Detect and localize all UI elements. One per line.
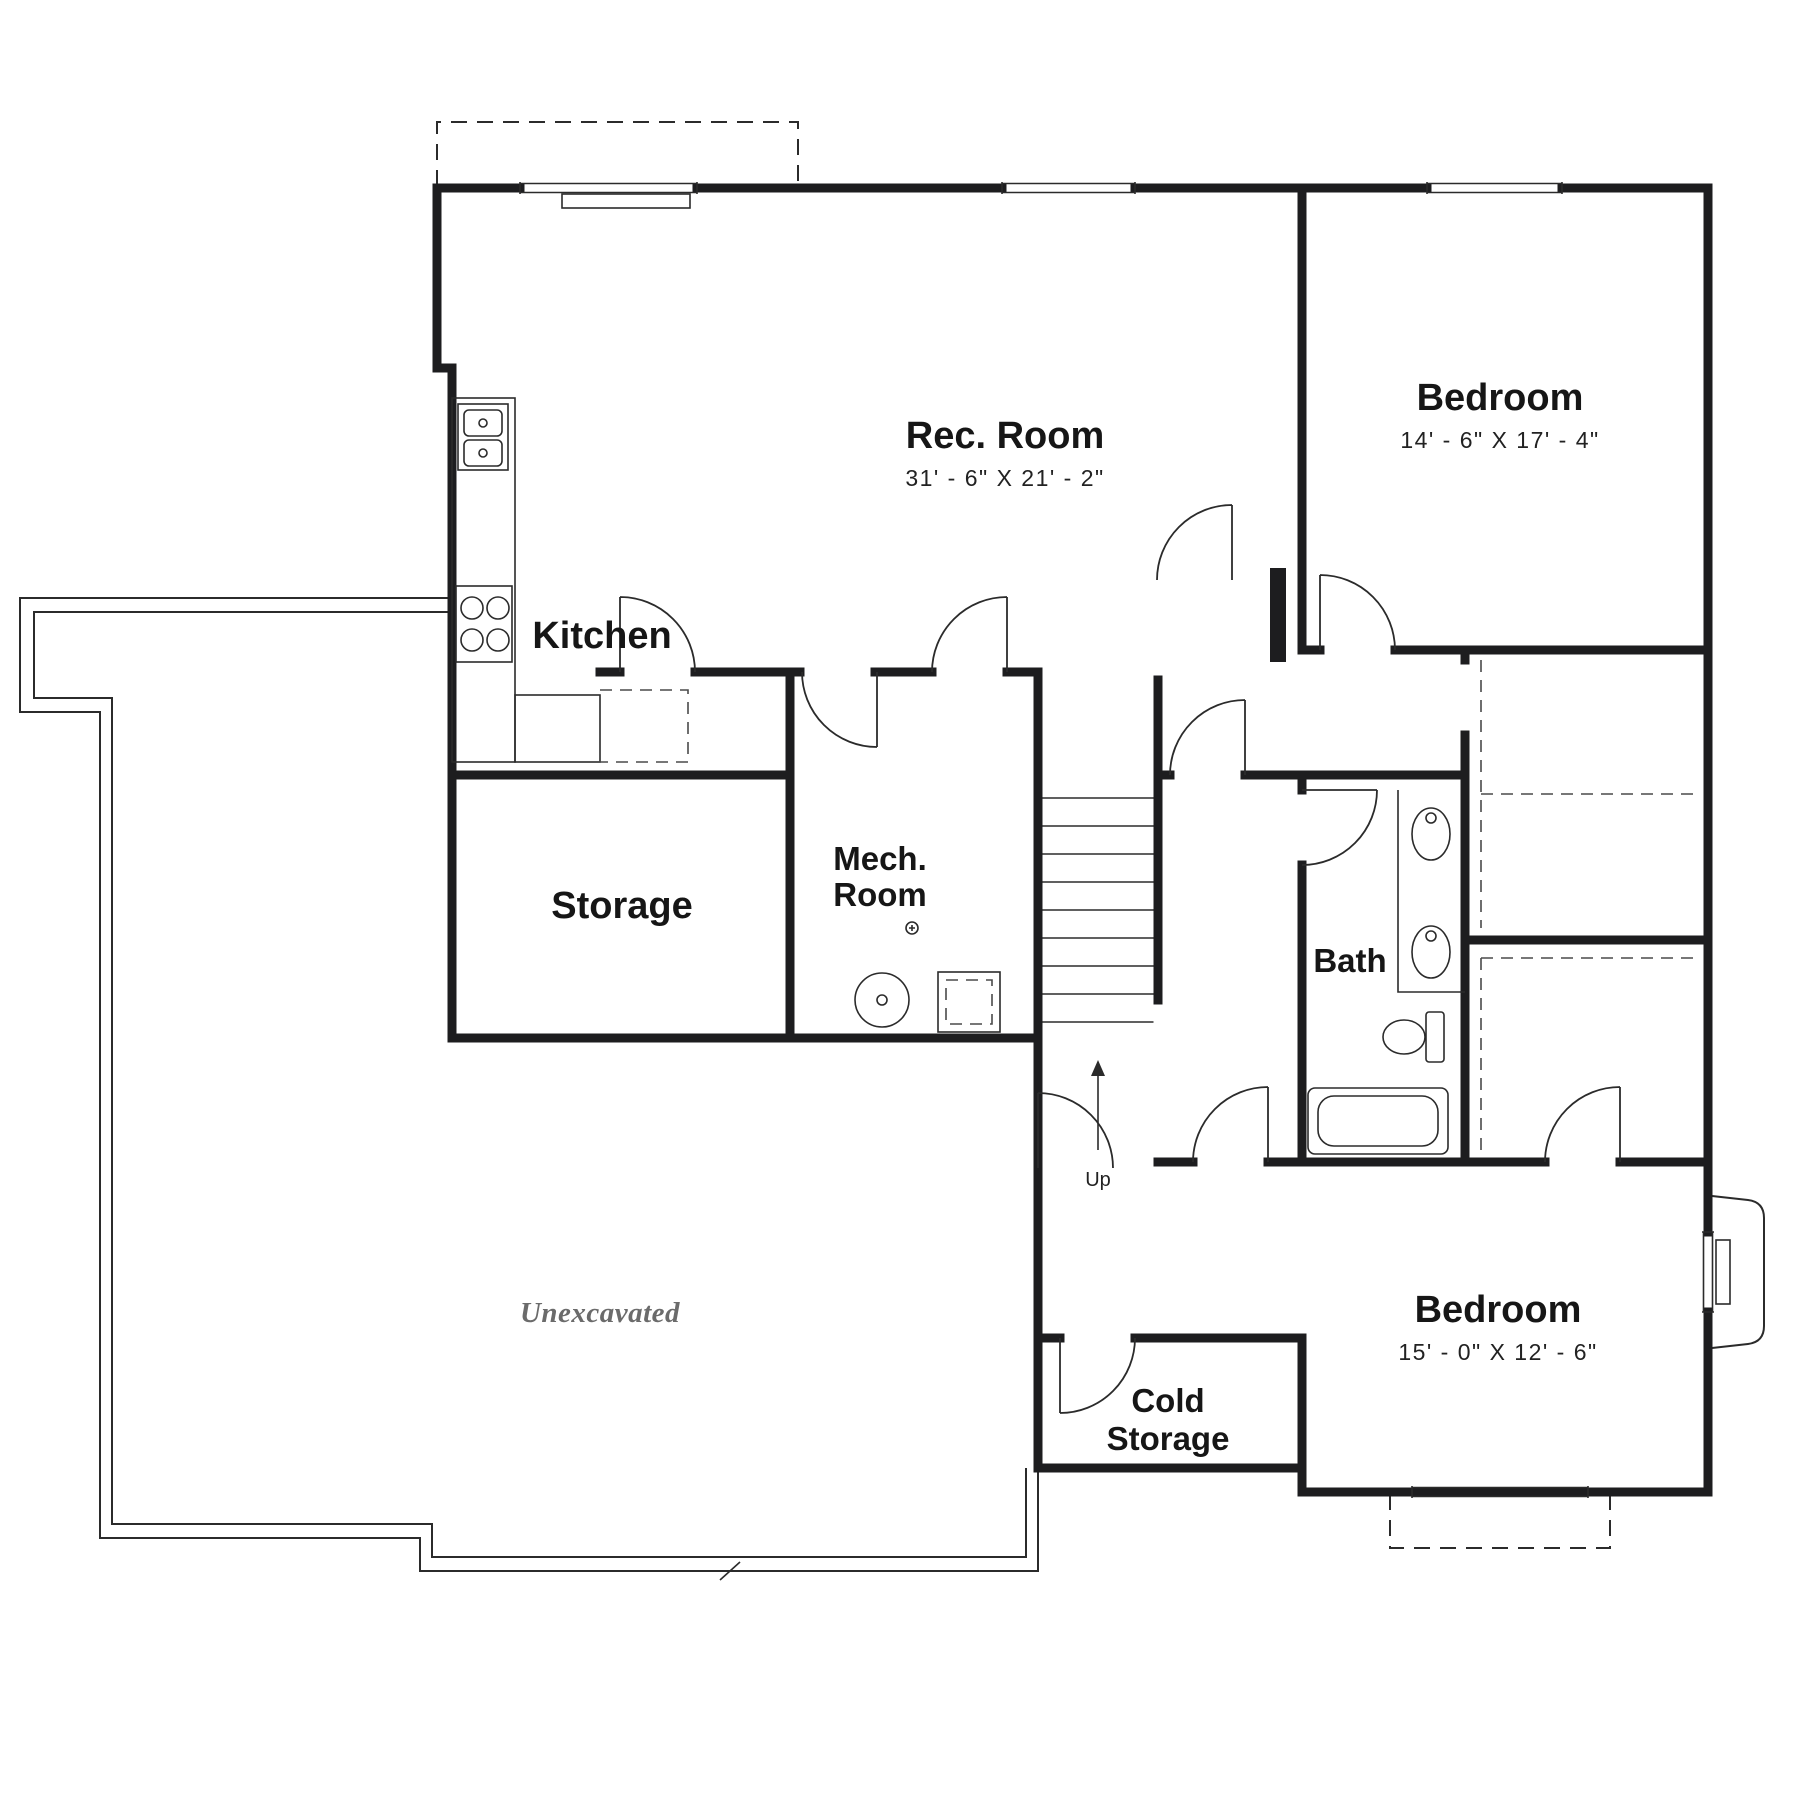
stove-burner-3 — [460, 628, 484, 652]
sink-faucet-1 — [478, 418, 488, 428]
cold-storage-label-line2: Storage — [1107, 1420, 1230, 1457]
mech-room-label-line1: Mech. — [833, 840, 927, 877]
right-well-ladder — [1715, 1239, 1731, 1305]
closet-door-arc — [1544, 1086, 1621, 1163]
bedroom-top-door-arc — [1319, 574, 1396, 651]
break-mark — [719, 1561, 741, 1581]
hall-door-arc — [1156, 504, 1233, 581]
cold-storage-door-arc — [1059, 1337, 1136, 1414]
mech-room-door-arc — [801, 671, 878, 748]
bottom-window-well — [1389, 1494, 1611, 1549]
foundation-outer-line — [19, 597, 1039, 1572]
stairs: Up — [1042, 797, 1154, 1191]
storage-label: Storage — [551, 885, 692, 927]
bathtub-basin — [1317, 1095, 1439, 1147]
stove — [455, 585, 513, 663]
water-heater-vent — [876, 994, 888, 1006]
hall-wall-stub — [1270, 568, 1286, 662]
unexcavated-boundary — [19, 597, 1039, 1581]
kitchen-sink-bowl-2 — [463, 439, 503, 467]
dishwasher — [599, 689, 689, 763]
bath-label: Bath — [1313, 942, 1386, 979]
bath-door-arc — [1301, 789, 1378, 866]
stove-burner-4 — [486, 628, 510, 652]
room-labels: Rec. Room 31' - 6" X 21' - 2" Bedroom 14… — [520, 377, 1599, 1457]
bathtub — [1307, 1087, 1449, 1155]
mech-room-fixtures — [854, 921, 1001, 1033]
interior-walls — [447, 183, 1713, 1343]
kitchen-sink — [457, 403, 509, 471]
kitchen-label: Kitchen — [532, 615, 671, 657]
unexcavated-label: Unexcavated — [520, 1297, 680, 1329]
bedroom-bottom-label: Bedroom — [1415, 1289, 1582, 1331]
closets — [1480, 660, 1700, 1152]
bedroom-bottom-door-arc — [1192, 1086, 1269, 1163]
vanity-counter — [1397, 790, 1465, 993]
corridor-door-arc — [1169, 699, 1246, 776]
vanity-faucet-1 — [1425, 812, 1437, 824]
vanity-sink-1 — [1411, 807, 1451, 861]
stove-burner-1 — [460, 596, 484, 620]
bedroom-top-dimensions: 14' - 6" X 17' - 4" — [1400, 427, 1599, 453]
window-wells — [436, 121, 1765, 1549]
floor-drain-grate — [909, 925, 915, 931]
bedroom-top-label: Bedroom — [1417, 377, 1584, 419]
kitchen-fixtures — [451, 397, 689, 763]
top-window-1 — [519, 182, 698, 194]
kitchen-sink-bowl-1 — [463, 409, 503, 437]
foundation-inner-line — [33, 611, 1027, 1558]
top-window-2 — [1001, 182, 1136, 194]
top-window-3 — [1426, 182, 1563, 194]
right-egress-well — [1711, 1195, 1765, 1349]
stair-top-door-arc — [931, 596, 1008, 673]
vanity-faucet-2 — [1425, 930, 1437, 942]
furnace-detail — [945, 979, 993, 1025]
windows — [519, 182, 1714, 1498]
water-heater — [854, 972, 910, 1028]
floor-drain — [905, 921, 919, 935]
up-label: Up — [1085, 1169, 1111, 1191]
top-window-well — [436, 121, 799, 186]
kitchen-counter-bottom — [514, 694, 601, 763]
rec-room-label: Rec. Room — [906, 415, 1104, 457]
stair-treads — [1042, 797, 1154, 1023]
toilet-bowl — [1382, 1019, 1426, 1055]
sink-faucet-2 — [478, 448, 488, 458]
rec-room-dimensions: 31' - 6" X 21' - 2" — [905, 465, 1104, 491]
bedroom-bottom-dimensions: 15' - 0" X 12' - 6" — [1398, 1339, 1597, 1365]
vanity-sink-2 — [1411, 925, 1451, 979]
window-sill-detail — [561, 193, 691, 209]
lower-closet-shelves — [1480, 957, 1700, 1152]
kitchen-counter-vertical — [451, 397, 516, 763]
up-arrow-head — [1091, 1060, 1105, 1076]
furnace — [937, 971, 1001, 1033]
walls — [432, 183, 1713, 1497]
right-window — [1702, 1231, 1714, 1313]
doors — [619, 504, 1621, 1414]
stove-burner-2 — [486, 596, 510, 620]
bottom-window — [1411, 1486, 1589, 1498]
cold-storage-label-line1: Cold — [1131, 1382, 1204, 1419]
mech-room-label-line2: Room — [833, 876, 927, 913]
stair-bottom-door-arc — [1037, 1092, 1114, 1169]
bath-fixtures — [1307, 790, 1465, 1155]
kitchen-door-arc — [619, 596, 696, 673]
toilet-tank — [1425, 1011, 1445, 1063]
upper-closet-shelves — [1480, 660, 1700, 928]
